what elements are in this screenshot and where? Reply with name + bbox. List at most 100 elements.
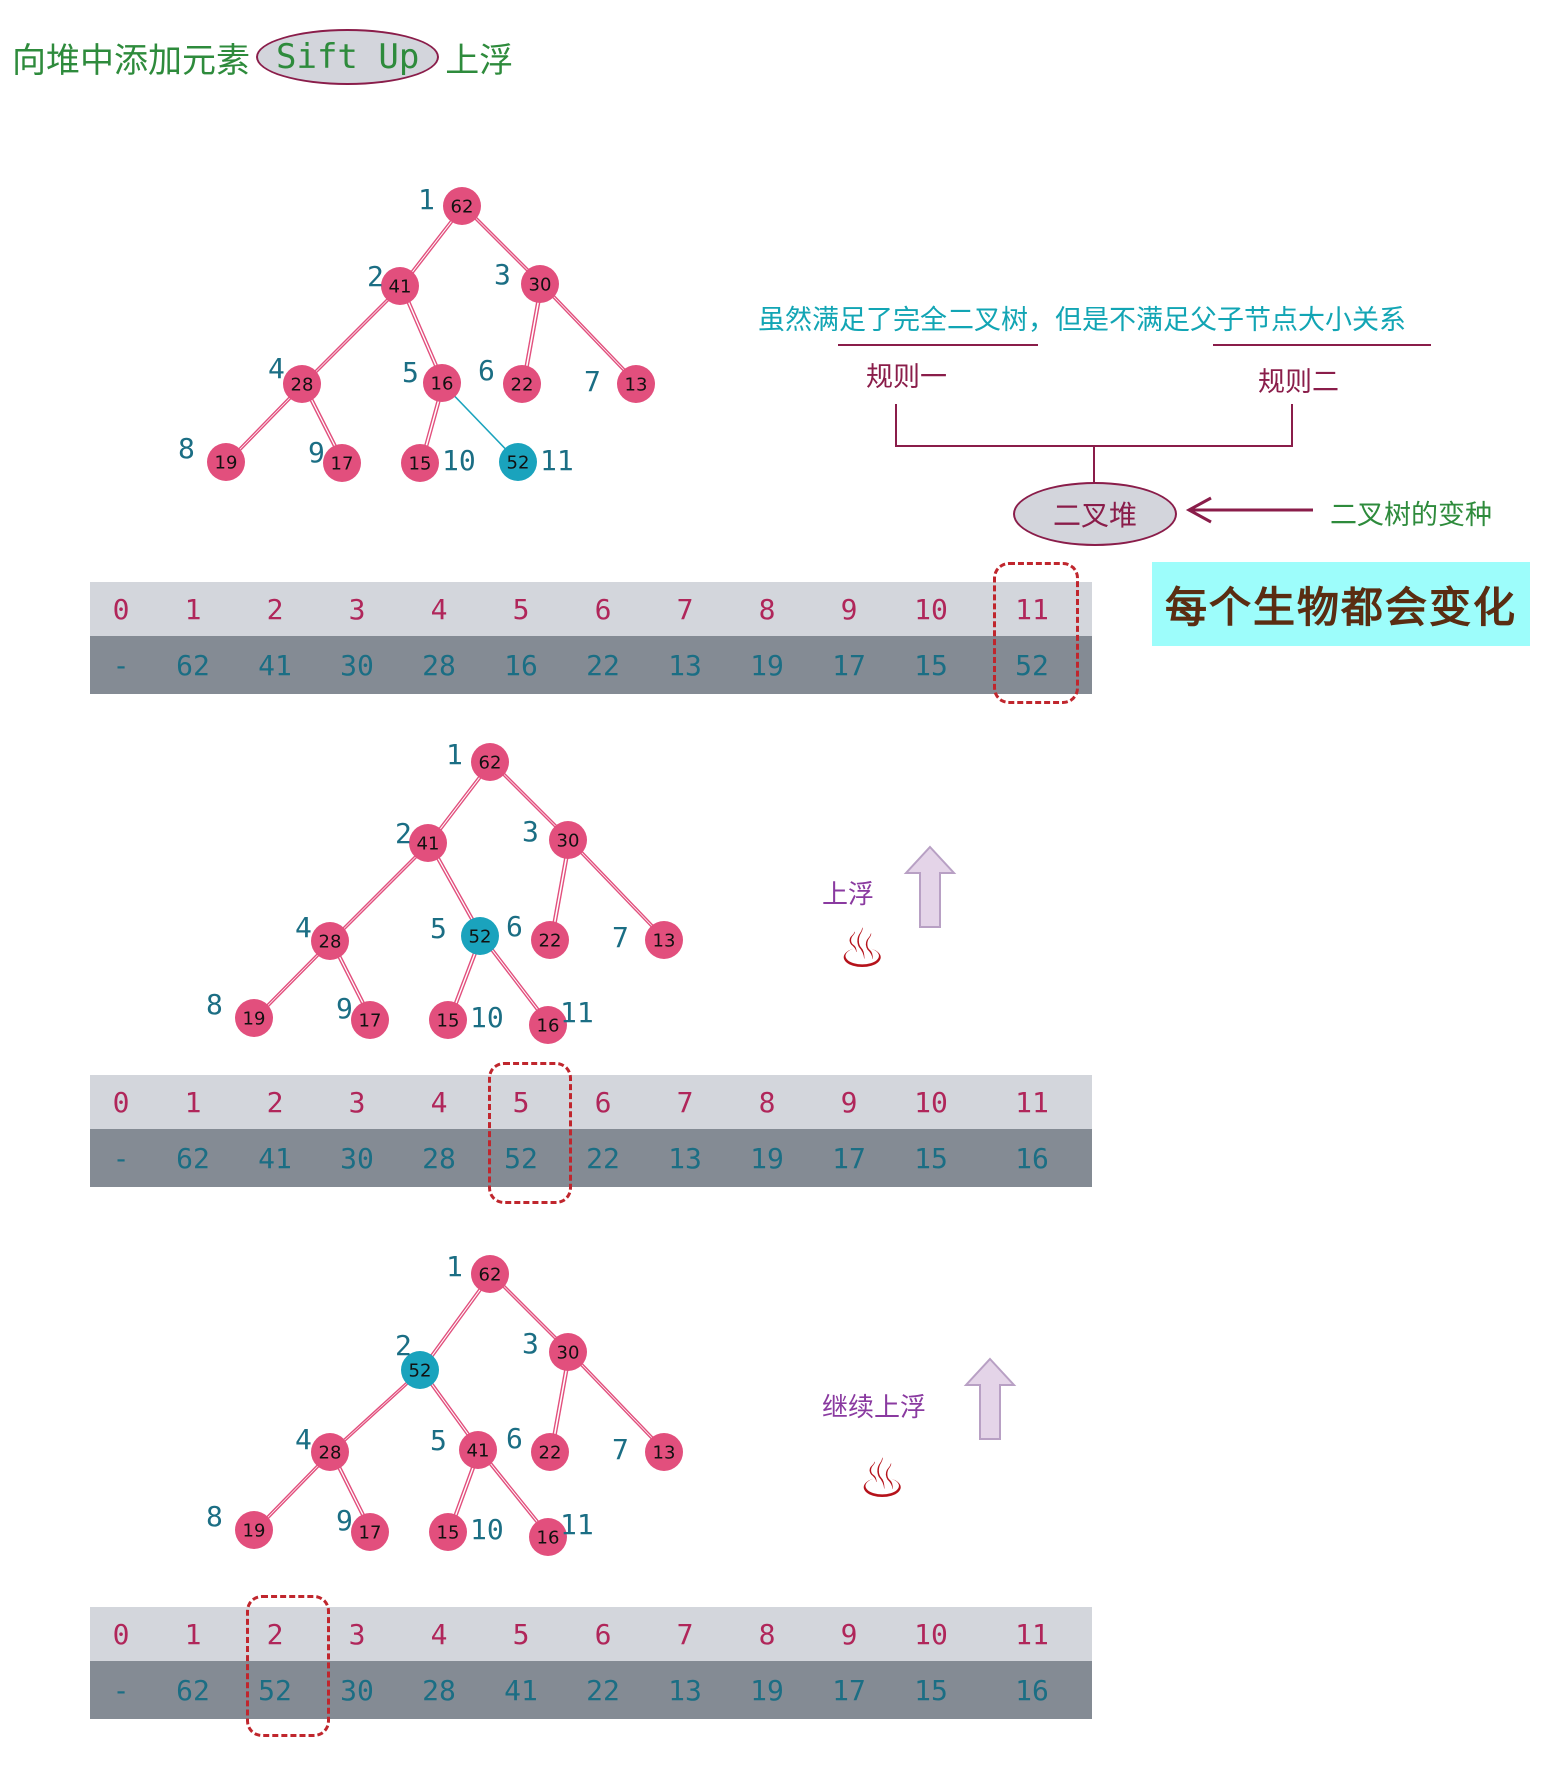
- hot-springs-icon: ♨: [858, 1447, 907, 1510]
- rule2-underline: [1213, 344, 1431, 346]
- array-index-cell: 6: [594, 592, 612, 626]
- array-index-cell: 1: [184, 1085, 202, 1119]
- tree-index-label: 11: [560, 1508, 594, 1541]
- array-value-cell: 15: [914, 648, 948, 682]
- array-index-cell: 2: [266, 1085, 284, 1119]
- tree-index-label: 5: [402, 356, 419, 389]
- tree-node: [401, 444, 439, 482]
- tree-node: [381, 267, 419, 305]
- tree-edge: [567, 839, 665, 941]
- array-value-cell: -: [112, 648, 130, 682]
- tree-node: [429, 1001, 467, 1039]
- tree-node: [235, 999, 273, 1037]
- tree-index-label: 9: [308, 436, 325, 469]
- tree-node-value: 41: [467, 1441, 490, 1462]
- highlight-box-step-1: [993, 562, 1079, 704]
- tree-node-value: 28: [319, 1443, 342, 1464]
- tree-index-label: 6: [506, 1422, 523, 1455]
- tree-index-label: 11: [540, 444, 574, 477]
- tree-node-value: 30: [529, 275, 552, 296]
- array-index-cell: 9: [840, 592, 858, 626]
- tree-node-value: 22: [539, 1443, 562, 1464]
- tree-index-label: 3: [522, 815, 539, 848]
- tree-node-value: 19: [215, 453, 238, 474]
- tree-node: [529, 1518, 567, 1556]
- title-code-oval: Sift Up: [256, 29, 440, 85]
- array-value-cell: -: [112, 1141, 130, 1175]
- tree-node: [283, 365, 321, 403]
- tree-node: [443, 187, 481, 225]
- tree-node: [459, 1431, 497, 1469]
- page-title: 向堆中添加元素 Sift Up 上浮: [12, 22, 513, 92]
- heap-oval: 二叉堆: [1013, 482, 1177, 546]
- tree-edge: [301, 285, 401, 385]
- array-value-cell: 22: [586, 1141, 620, 1175]
- array-value-cell: 52: [1015, 648, 1049, 682]
- tree-node: [311, 922, 349, 960]
- tree-node: [423, 364, 461, 402]
- tree-index-label: 11: [560, 996, 594, 1029]
- tree-index-label: 8: [206, 1500, 223, 1533]
- tree-node-value: 62: [479, 1265, 502, 1286]
- tree-node: [323, 444, 361, 482]
- tree-node-value: 30: [557, 831, 580, 852]
- array-index-cell: 5: [512, 1085, 530, 1119]
- tree-node-value: 52: [409, 1361, 432, 1382]
- tree-node-value: 22: [539, 931, 562, 952]
- array-index-cell: 4: [430, 1085, 448, 1119]
- tree-edge: [567, 1351, 665, 1453]
- array-index-cell: 0: [112, 592, 130, 626]
- tree-edge: [570, 839, 668, 941]
- tree-index-label: 10: [470, 1001, 504, 1034]
- tree-index-label: 10: [470, 1513, 504, 1546]
- array-value-cell: 19: [750, 648, 784, 682]
- array-index-cell: 8: [758, 1085, 776, 1119]
- array-value-cell: 30: [340, 1141, 374, 1175]
- array-index-cell: 9: [840, 1617, 858, 1651]
- array-value-cell: 52: [258, 1673, 292, 1707]
- tree-index-label: 4: [295, 911, 312, 944]
- tree-edge: [539, 283, 637, 385]
- variant-label: 二叉树的变种: [1330, 500, 1492, 531]
- array-value-cell: 19: [750, 1673, 784, 1707]
- tree-node: [645, 921, 683, 959]
- array-index-cell: 8: [758, 1617, 776, 1651]
- array-value-cell: 17: [832, 1673, 866, 1707]
- array-index-cell: 5: [512, 592, 530, 626]
- array-value-cell: 41: [258, 1141, 292, 1175]
- tree-edge: [570, 1351, 668, 1453]
- tree-index-label: 1: [418, 183, 435, 216]
- title-suffix: 上浮: [445, 40, 514, 81]
- tree-edge: [332, 842, 432, 942]
- float-label: 上浮: [822, 880, 875, 910]
- array-value-cell: 28: [422, 1673, 456, 1707]
- array-value-cell: -: [112, 1673, 130, 1707]
- tree-index-label: 7: [612, 921, 629, 954]
- array-index-cell: 10: [914, 1085, 948, 1119]
- array-index-cell: 3: [348, 1617, 366, 1651]
- array-value-cell: 41: [258, 648, 292, 682]
- tree-index-label: 2: [367, 260, 384, 293]
- tree-node: [499, 443, 537, 481]
- array-index-cell: 4: [430, 592, 448, 626]
- tree-node: [401, 1351, 439, 1389]
- tree-node-value: 19: [243, 1521, 266, 1542]
- tree-index-label: 8: [178, 432, 195, 465]
- array-value-cell: 62: [176, 1141, 210, 1175]
- tree-node-value: 13: [653, 1443, 676, 1464]
- tree-index-label: 5: [430, 912, 447, 945]
- tree-index-label: 8: [206, 988, 223, 1021]
- rule1-label: 规则一: [866, 362, 947, 393]
- array-index-cell: 3: [348, 1085, 366, 1119]
- array-index-cell: 1: [184, 1617, 202, 1651]
- tree-node-value: 17: [331, 454, 354, 475]
- array-index-cell: 2: [266, 1617, 284, 1651]
- up-arrow-icon: [903, 845, 957, 928]
- array-value-cell: 13: [668, 1673, 702, 1707]
